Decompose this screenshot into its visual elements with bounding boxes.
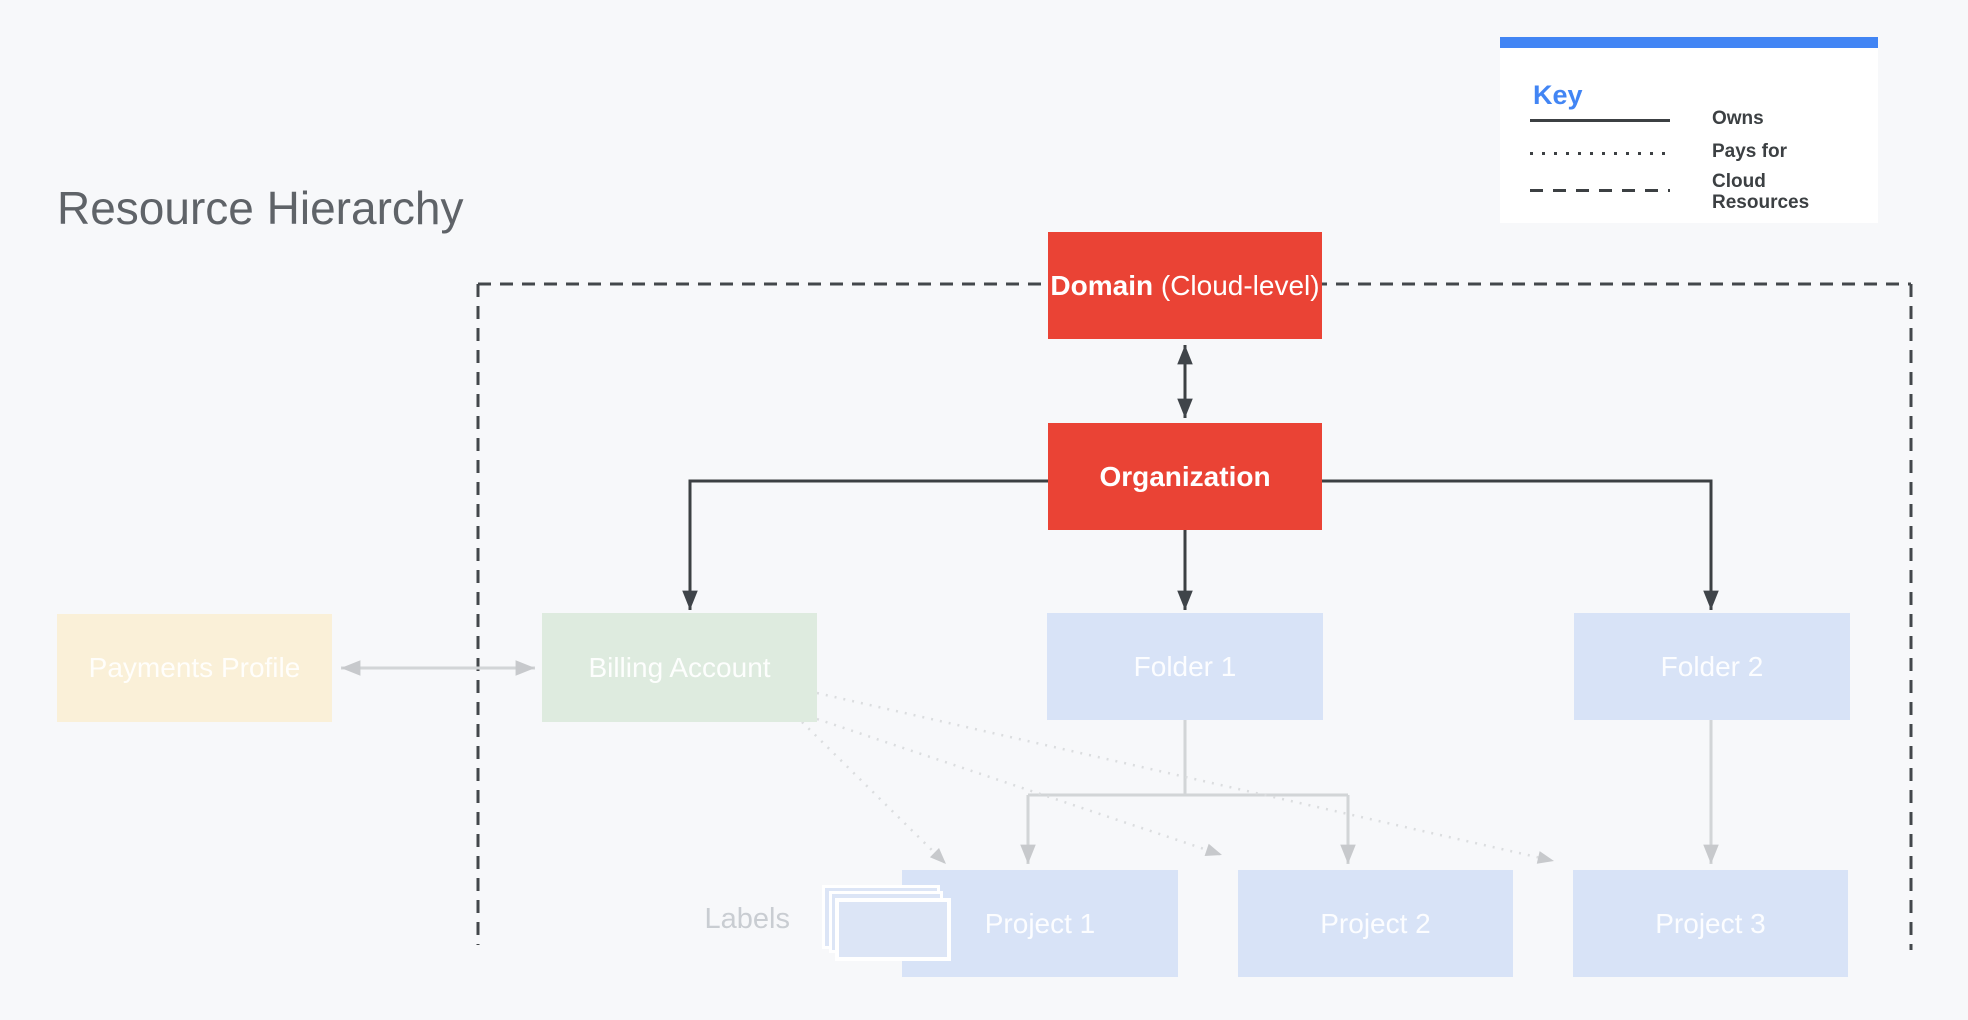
labels-caption: Labels	[704, 903, 790, 935]
key-label-owns: Owns	[1712, 108, 1764, 129]
node-domain-label: Domain	[1050, 269, 1154, 301]
labels-card-front-icon	[835, 898, 951, 961]
key-panel: Key Owns Pays for Cloud Resources	[1500, 37, 1878, 223]
key-heading: Key	[1533, 80, 1583, 110]
node-project-3: Project 3	[1573, 870, 1848, 977]
node-domain-sublabel: (Cloud-level)	[1160, 269, 1320, 301]
key-dashed-line-sample	[1530, 189, 1670, 192]
node-payments-profile: Payments Profile	[57, 614, 332, 722]
labels-stack-icon	[822, 885, 952, 965]
edge-billing-project1-paysfor	[801, 721, 947, 865]
key-solid-line-sample	[1530, 119, 1670, 122]
node-domain: Domain (Cloud-level)	[1048, 232, 1322, 339]
edge-organization-folder2	[1322, 479, 1719, 610]
key-label-pays-for: Pays for	[1712, 141, 1787, 162]
node-project-2: Project 2	[1238, 870, 1513, 977]
node-organization: Organization	[1048, 423, 1322, 530]
node-folder-2: Folder 2	[1574, 613, 1850, 720]
page-title: Resource Hierarchy	[57, 182, 464, 234]
key-label-cloud-resources: Cloud Resources	[1712, 171, 1810, 213]
key-dotted-line-sample	[1530, 152, 1670, 155]
key-accent-bar	[1500, 37, 1878, 48]
node-folder-1: Folder 1	[1047, 613, 1323, 720]
edge-organization-billing	[682, 479, 1048, 610]
node-billing-account: Billing Account	[542, 613, 817, 722]
